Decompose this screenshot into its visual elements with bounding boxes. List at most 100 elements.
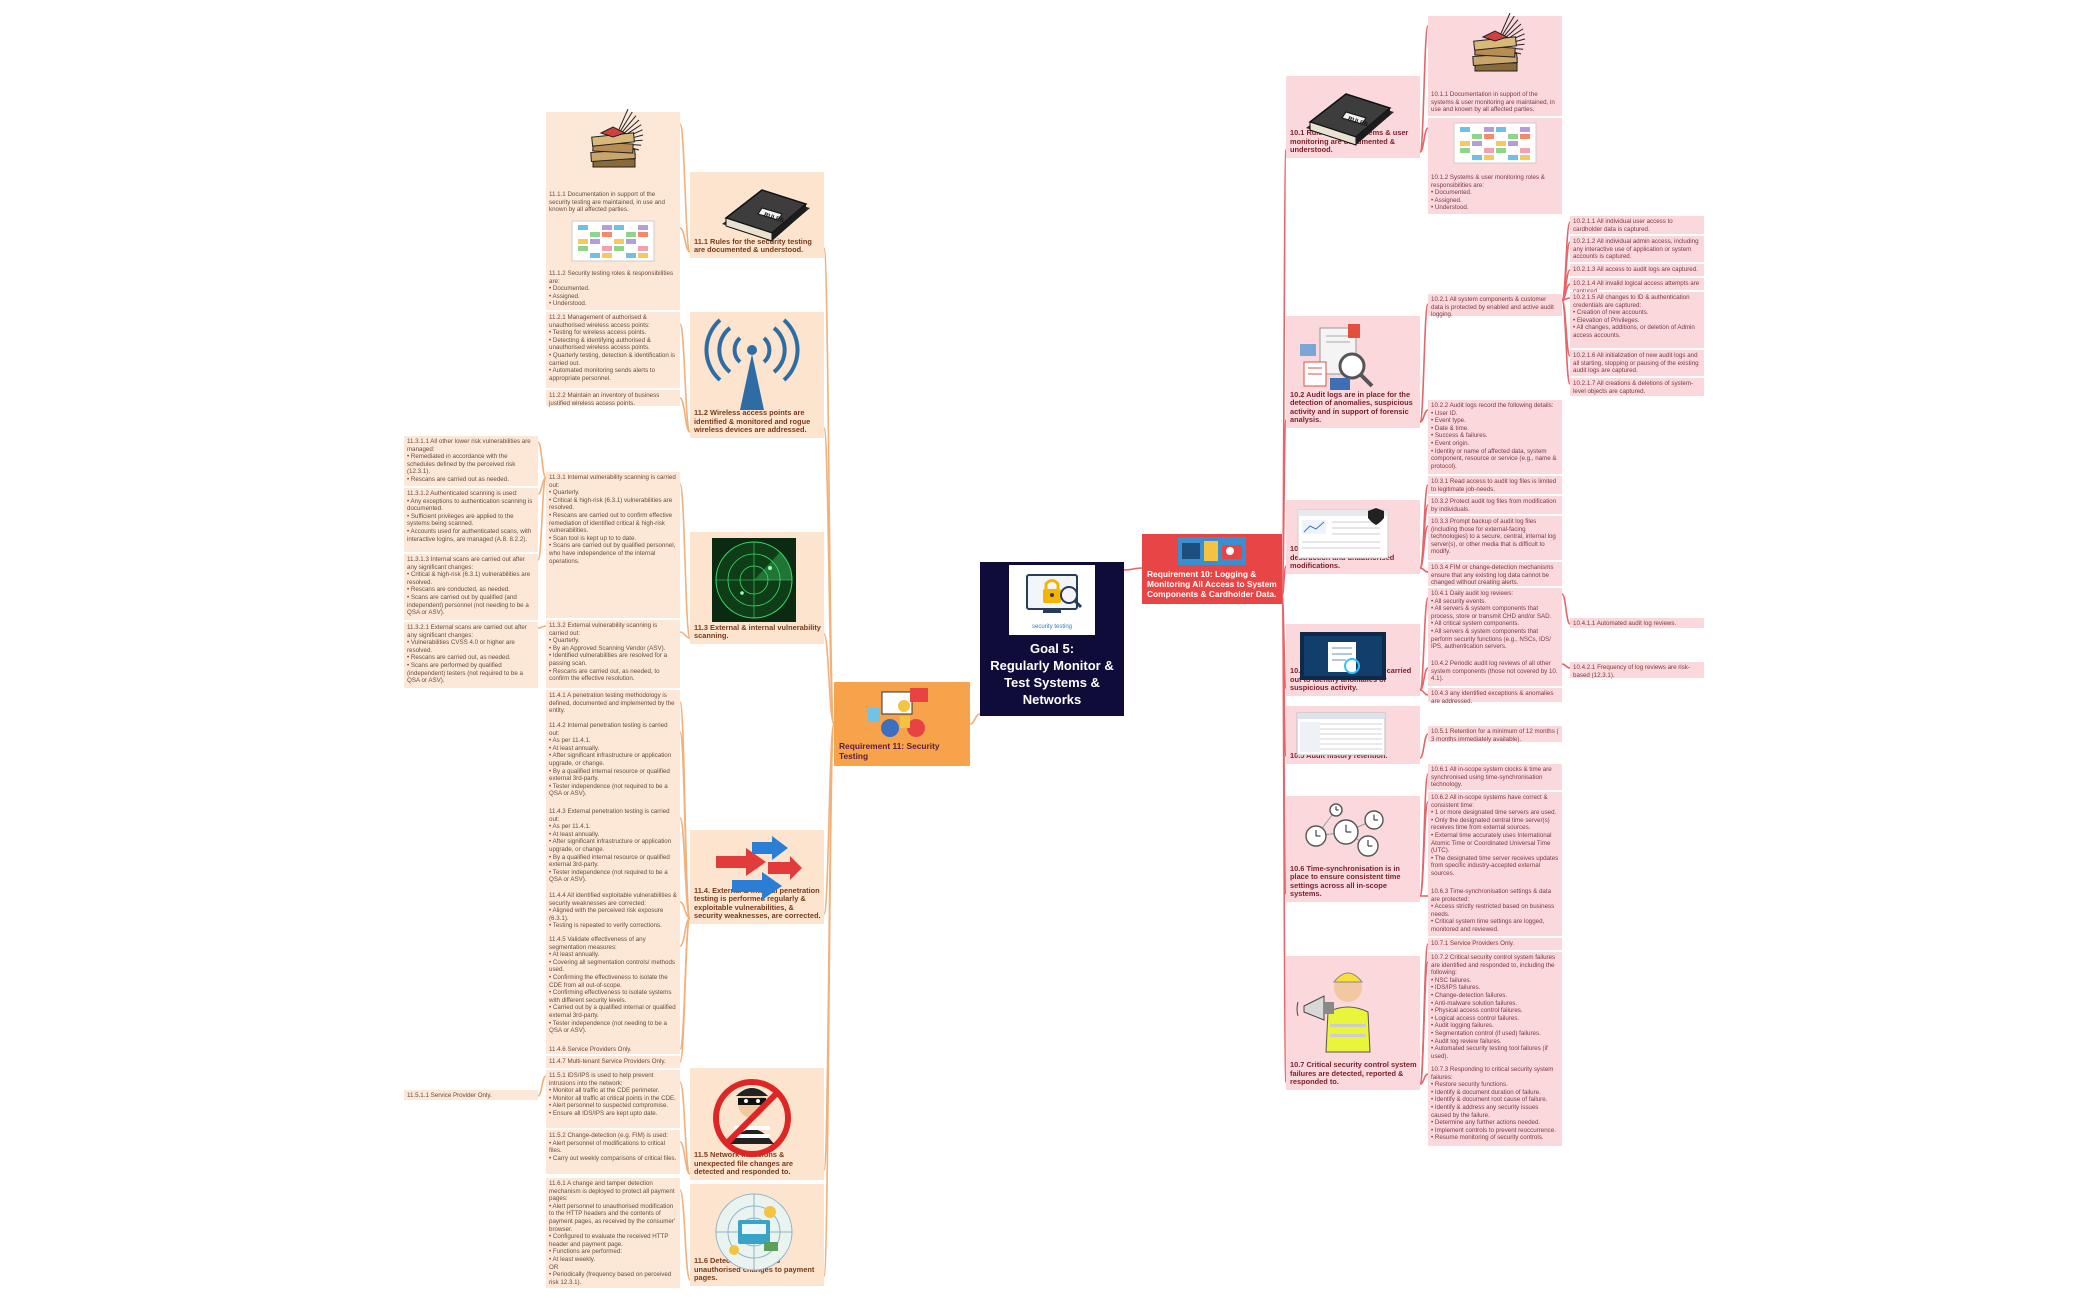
req11-3-item-1: 11.3.1 Internal vulnerability scanning i… <box>546 472 680 618</box>
req10-section-7-text: 10.7 Critical security control system fa… <box>1290 1060 1417 1087</box>
log-dashboard-icon <box>1296 506 1392 559</box>
req10-2-1-sub-1-text: 10.2.1.1 All individual user access to c… <box>1573 218 1673 233</box>
req10-4-item-2-text: 10.4.2 Periodic audit log reviews of all… <box>1431 660 1558 683</box>
req10-4-item-3-text: 10.4.3 any identified exceptions & anoma… <box>1431 690 1554 705</box>
megaphone-worker-icon <box>1296 962 1376 1061</box>
req10-2-item-2: 10.2.2 Audit logs record the following d… <box>1428 400 1562 474</box>
req11-section-4-text: 11.4. External & internal penetration te… <box>694 885 821 921</box>
req10-6-item-2-text: 10.6.2 All in-scope systems have correct… <box>1431 794 1559 877</box>
req10-4-item-3: 10.4.3 any identified exceptions & anoma… <box>1428 688 1562 705</box>
req11-section-2[interactable]: 11.2 Wireless access points are identifi… <box>690 312 824 438</box>
req10-1-item-1-text: 10.1.1 Documentation in support of the s… <box>1431 91 1555 114</box>
logging-monitoring-banner-icon <box>1178 537 1246 567</box>
req11-3-item-2: 11.3.2 External vulnerability scanning i… <box>546 620 680 688</box>
req10-1-item-2-text: 10.1.2 Systems & user monitoring roles &… <box>1431 174 1545 212</box>
req10-3-item-2-text: 10.3.2 Protect audit log files from modi… <box>1431 498 1557 513</box>
payment-target-icon <box>712 1190 793 1271</box>
req10-7-item-3-text: 10.7.3 Responding to critical security s… <box>1431 1066 1556 1142</box>
req11-section-3[interactable]: 11.3 External & internal vulnerability s… <box>690 532 824 644</box>
req10-2-1-sub-2: 10.2.1.2 All individual admin access, in… <box>1570 236 1704 262</box>
req11-3-2-sub-1: 11.3.2.1 External scans are carried out … <box>404 622 538 688</box>
req10-3-item-4-text: 10.3.4 FIM or change-detection mechanism… <box>1431 564 1554 587</box>
req11-5-item-2: 11.5.2 Change-detection (e.g. FIM) is us… <box>546 1130 680 1174</box>
req11-5-item-2-text: 11.5.2 Change-detection (e.g. FIM) is us… <box>549 1132 677 1162</box>
rule-book-icon: RULES <box>712 178 810 247</box>
req10-3-item-4: 10.3.4 FIM or change-detection mechanism… <box>1428 562 1562 586</box>
req11-4-item-4: 11.4.4 All identified exploitable vulner… <box>546 890 680 934</box>
req11-4-item-5-text: 11.4.5 Validate effectiveness of any seg… <box>549 936 676 1035</box>
req10-3-item-3: 10.3.3 Prompt backup of audit log files … <box>1428 516 1562 560</box>
req10-5-item-1-text: 10.5.1 Retention for a minimum of 12 mon… <box>1431 728 1559 743</box>
req10-section-5[interactable]: 10.5 Audit history retention. <box>1286 706 1420 764</box>
req10-7-item-2: 10.7.2 Critical security control system … <box>1428 952 1562 1064</box>
schedule-grid-icon <box>1452 121 1538 168</box>
req10-6-item-2: 10.6.2 All in-scope systems have correct… <box>1428 792 1562 890</box>
req11-1-item-2: 11.1.2 Security testing roles & responsi… <box>546 216 680 310</box>
svg-text:RULES: RULES <box>763 212 784 224</box>
req10-6-item-1-text: 10.6.1 All in-scope system clocks & time… <box>1431 766 1552 789</box>
req11-section-4[interactable]: 11.4. External & internal penetration te… <box>690 830 824 924</box>
req10-1-item-2: 10.1.2 Systems & user monitoring roles &… <box>1428 118 1562 214</box>
req11-4-item-5: 11.4.5 Validate effectiveness of any seg… <box>546 934 680 1044</box>
req11-4-item-1-text: 11.4.1 A penetration testing methodology… <box>549 692 675 715</box>
req11-1-item-2-text: 11.1.2 Security testing roles & responsi… <box>549 270 674 308</box>
document-stack-icon <box>571 108 655 184</box>
goal-node-text: Goal 5: Regularly Monitor & Test Systems… <box>990 641 1114 707</box>
req10-4-item-1: 10.4.1 Daily audit log reviews: • All se… <box>1428 588 1562 666</box>
req10-2-item-2-text: 10.2.2 Audit logs record the following d… <box>1431 402 1557 470</box>
goal-node[interactable]: Goal 5: Regularly Monitor & Test Systems… <box>980 562 1124 716</box>
req10-2-1-sub-3: 10.2.1.3 All access to audit logs are ca… <box>1570 264 1704 276</box>
req10-2-1-sub-6: 10.2.1.6 All initialization of new audit… <box>1570 350 1704 376</box>
req10-2-item-1-text: 10.2.1 All system components & customer … <box>1431 296 1554 319</box>
radar-icon <box>712 538 796 622</box>
puzzle-arrows-icon <box>712 836 802 905</box>
req10-section-6[interactable]: 10.6 Time-synchronisation is in place to… <box>1286 796 1420 902</box>
req11-section-2-text: 11.2 Wireless access points are identifi… <box>694 408 811 435</box>
req11-section-6[interactable]: 11.6 Detect & respond to unauthorised ch… <box>690 1184 824 1286</box>
requirement-11-node[interactable]: Requirement 11: Security Testing <box>834 682 970 766</box>
security-testing-collage-icon <box>860 688 936 742</box>
req11-5-item-1: 11.5.1 IDS/IPS is used to help prevent i… <box>546 1070 680 1128</box>
req10-section-2[interactable]: 10.2 Audit logs are in place for the det… <box>1286 316 1420 428</box>
req10-3-item-1: 10.3.1 Read access to audit log files is… <box>1428 476 1562 494</box>
req10-3-item-3-text: 10.3.3 Prompt backup of audit log files … <box>1431 518 1556 556</box>
req10-section-6-text: 10.6 Time-synchronisation is in place to… <box>1290 863 1401 899</box>
req11-4-item-7-text: 11.4.7 Multi-tenant Service Providers On… <box>549 1058 666 1065</box>
wireless-tower-icon <box>704 318 800 410</box>
req10-section-3[interactable]: 10.3 Protect audit logs from destruction… <box>1286 500 1420 574</box>
req11-2-item-2-text: 11.2.2 Maintain an inventory of business… <box>549 392 660 407</box>
req11-4-item-2: 11.4.2 Internal penetration testing is c… <box>546 720 680 806</box>
req11-3-1-sub-1: 11.3.1.1 All other lower risk vulnerabil… <box>404 436 538 486</box>
req10-section-5-text: 10.5 Audit history retention. <box>1290 751 1388 761</box>
req10-5-item-1: 10.5.1 Retention for a minimum of 12 mon… <box>1428 726 1562 743</box>
req11-section-1[interactable]: 11.1 Rules for the security testing are … <box>690 172 824 258</box>
req10-2-1-sub-5: 10.2.1.5 All changes to ID & authenticat… <box>1570 292 1704 348</box>
req11-1-item-1: 11.1.1 Documentation in support of the s… <box>546 108 680 216</box>
req10-6-item-1: 10.6.1 All in-scope system clocks & time… <box>1428 764 1562 790</box>
schedule-grid-icon <box>570 219 656 266</box>
req10-section-4[interactable]: 10.4 Audit logs reviews are carried out … <box>1286 624 1420 696</box>
req10-2-1-sub-4-text: 10.2.1.4 All invalid logical access atte… <box>1573 280 1700 295</box>
req11-2-item-2: 11.2.2 Maintain an inventory of business… <box>546 390 680 407</box>
req10-section-7[interactable]: 10.7 Critical security control system fa… <box>1286 956 1420 1090</box>
clock-network-icon <box>1296 802 1392 871</box>
req11-3-1-sub-1-text: 11.3.1.1 All other lower risk vulnerabil… <box>407 438 531 483</box>
req11-4-item-6: 11.4.6 Service Providers Only. <box>546 1044 680 1054</box>
req11-4-item-4-text: 11.4.4 All identified exploitable vulner… <box>549 892 677 930</box>
req10-section-1[interactable]: 10.1 Rules for the systems & user monito… <box>1286 76 1420 158</box>
requirement-10-node[interactable]: Requirement 10: Logging & Monitoring All… <box>1142 534 1282 604</box>
req11-4-item-6-text: 11.4.6 Service Providers Only. <box>549 1046 632 1053</box>
req10-1-item-1: 10.1.1 Documentation in support of the s… <box>1428 12 1562 116</box>
req11-1-item-1-text: 11.1.1 Documentation in support of the s… <box>549 191 665 214</box>
req11-3-1-sub-3: 11.3.1.3 Internal scans are carried out … <box>404 554 538 620</box>
req10-2-1-sub-5-text: 10.2.1.5 All changes to ID & authenticat… <box>1573 294 1695 339</box>
req11-4-item-1: 11.4.1 A penetration testing methodology… <box>546 690 680 720</box>
req11-4-item-3-text: 11.4.3 External penetration testing is c… <box>549 808 672 884</box>
req10-7-item-1: 10.7.1 Service Providers Only. <box>1428 938 1562 950</box>
req11-section-3-text: 11.3 External & internal vulnerability s… <box>694 622 821 641</box>
req11-6-item-1: 11.6.1 A change and tamper detection mec… <box>546 1178 680 1288</box>
req11-4-item-3: 11.4.3 External penetration testing is c… <box>546 806 680 890</box>
req11-section-5[interactable]: 11.5 Network intrusions & unexpected fil… <box>690 1068 824 1180</box>
req10-4-item-2: 10.4.2 Periodic audit log reviews of all… <box>1428 658 1562 686</box>
security-testing-logo-icon <box>1009 565 1095 639</box>
